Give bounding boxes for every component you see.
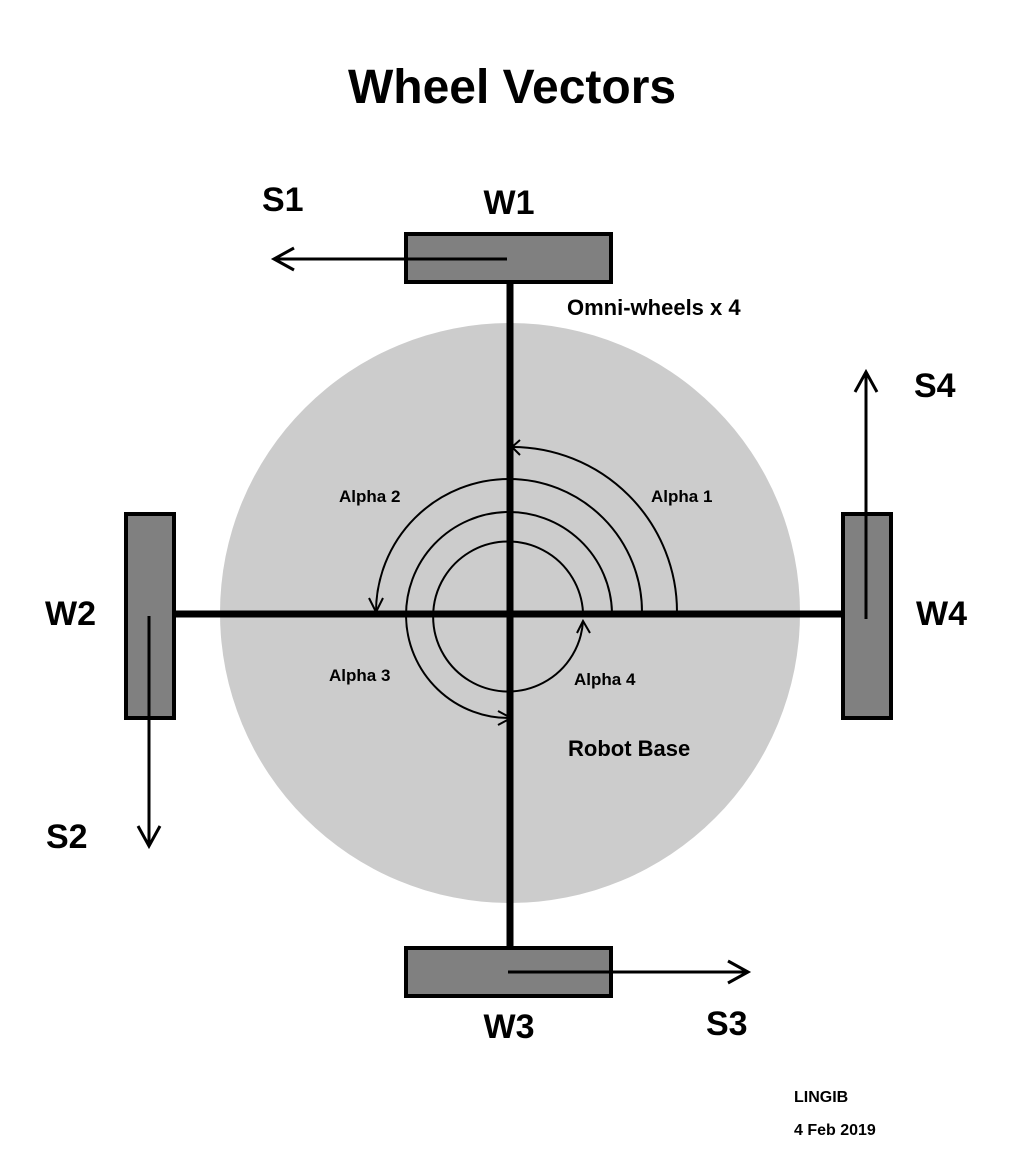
vector-label-s4: S4 bbox=[914, 367, 956, 405]
alpha3-arc bbox=[405, 511, 613, 720]
wheel-label-w4: W4 bbox=[916, 595, 967, 633]
vector-s3 bbox=[508, 959, 752, 985]
alpha1-label: Alpha 1 bbox=[651, 487, 712, 506]
alpha2-label: Alpha 2 bbox=[339, 487, 400, 506]
wheel-label-w2: W2 bbox=[45, 595, 96, 633]
vector-label-s2: S2 bbox=[46, 818, 88, 856]
vector-s1 bbox=[270, 246, 507, 272]
vector-s2 bbox=[136, 616, 162, 850]
alpha2-arc bbox=[375, 478, 643, 613]
alpha1-arc bbox=[511, 446, 678, 613]
alpha3-label: Alpha 3 bbox=[329, 666, 390, 685]
diagram-title: Wheel Vectors bbox=[348, 61, 676, 114]
vector-label-s3: S3 bbox=[706, 1005, 748, 1043]
robot-base-label: Robot Base bbox=[568, 736, 690, 761]
wheel-label-w1: W1 bbox=[484, 184, 535, 222]
vector-label-s1: S1 bbox=[262, 181, 304, 219]
alpha4-label: Alpha 4 bbox=[574, 670, 636, 689]
author-credit: LINGIB bbox=[794, 1089, 848, 1106]
wheel-label-w3: W3 bbox=[484, 1008, 535, 1046]
omni-wheels-note: Omni-wheels x 4 bbox=[567, 295, 741, 320]
date-credit: 4 Feb 2019 bbox=[794, 1122, 876, 1139]
alpha4-arc bbox=[432, 540, 584, 693]
vector-s4 bbox=[853, 368, 879, 619]
